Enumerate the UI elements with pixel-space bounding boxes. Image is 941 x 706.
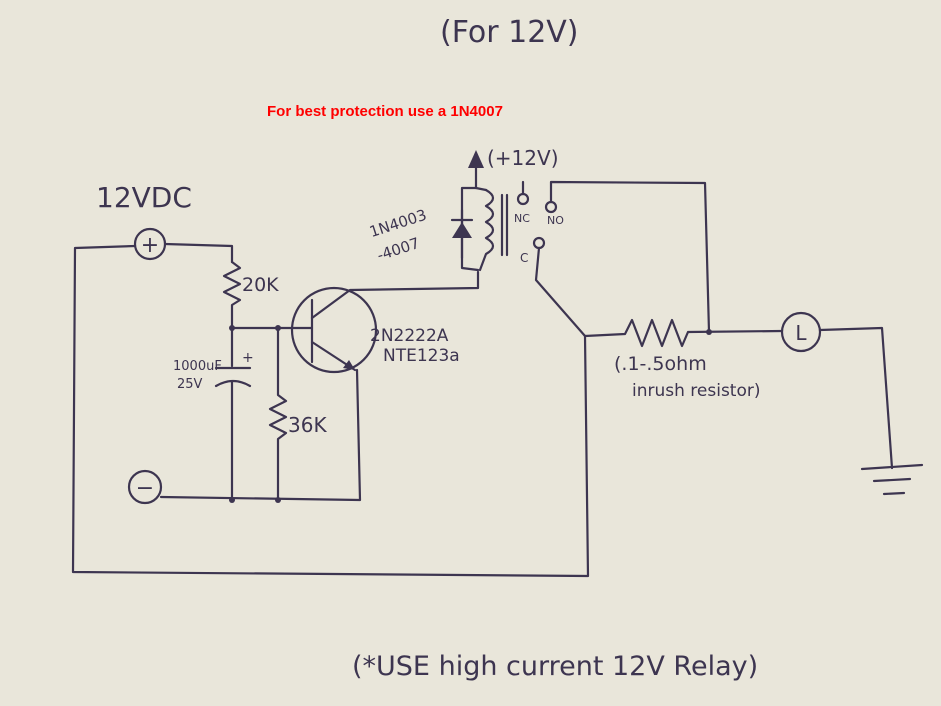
flyback-diode [452,222,472,238]
title-text: (For 12V) [440,15,579,50]
protection-note: For best protection use a 1N4007 [267,103,503,120]
resistor-20k [222,260,242,330]
common-contact [532,236,546,250]
nc-label: NC [514,212,530,225]
load-to-ground-wire [818,326,894,470]
ground-icon [882,491,906,496]
ground-icon [872,477,912,483]
resistor-36k [268,326,288,502]
minus-terminal [127,469,163,505]
capacitor-voltage-label: 25V [177,377,203,392]
capacitor-plus-label: + [242,350,254,366]
transistor-collector-wire [310,270,480,320]
no-contact-wire [549,180,711,334]
inrush-label-1: (.1-.5ohm [614,353,707,375]
diode-label-2: -4007 [375,234,422,265]
c-label: C [520,251,528,265]
junction-dot [275,497,281,503]
ground-rail-wire [159,368,362,502]
no-label: NO [547,214,564,227]
no-contact [544,200,558,214]
load-label: L [795,321,807,345]
capacitor-value-label: 1000uF [173,359,222,374]
coil-top-wire [474,186,488,192]
relay-supply-wire [460,166,480,272]
plus-rail-wire [163,242,234,264]
common-contact-wire [534,246,587,338]
diode-label-1: 1N4003 [367,206,429,241]
resistor-20k-label: 20K [242,274,279,296]
nc-contact [516,192,530,206]
emitter-arrow [343,360,355,370]
relay-supply-label: (+12V) [487,146,559,170]
inrush-resistor [583,318,784,348]
supply-arrow-icon [468,150,484,168]
inrush-label-2: inrush resistor) [632,381,761,401]
capacitor-plate-bottom [214,379,252,388]
supply-label: 12VDC [96,181,192,214]
resistor-36k-label: 36K [288,413,327,437]
junction-dot [229,497,235,503]
ground-icon [860,463,924,471]
relay-coil [478,188,495,272]
transistor-2n2222a [290,286,378,374]
plus-terminal-label: + [141,233,159,258]
junction-dot [706,329,712,335]
outer-loop-wire [71,244,590,578]
load-lamp [780,311,822,353]
footer-note: (*USE high current 12V Relay) [352,651,758,682]
minus-terminal-label: − [136,476,154,501]
transistor-label-1: 2N2222A [370,326,449,346]
transistor-label-2: NTE123a [383,346,460,366]
